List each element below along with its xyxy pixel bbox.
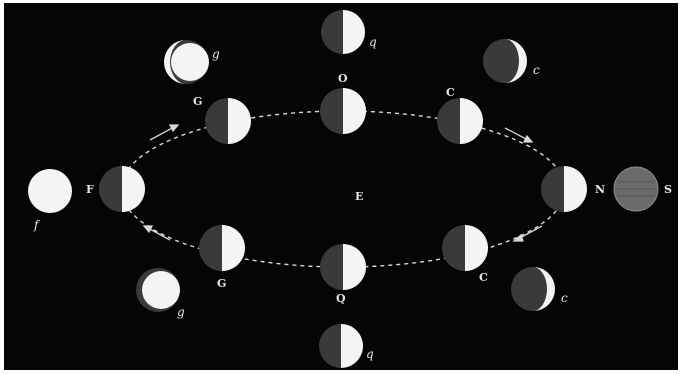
phase-label-g-upper: g [212, 47, 220, 61]
phase-crescent-upper [483, 39, 527, 83]
phase-label-g-lower: g [177, 305, 185, 319]
phase-label-q-bottom: q [366, 347, 374, 361]
phase-label-c-upper: c [533, 63, 540, 77]
label-center-e: E [355, 190, 363, 203]
moon-orbit-lower-left [199, 225, 245, 271]
moon-orbit-upper-right [437, 98, 483, 144]
phase-full-moon [28, 169, 72, 213]
label-g-lower: G [217, 277, 226, 290]
phase-quarter-bottom [319, 324, 363, 368]
phase-crescent-lower [511, 267, 555, 311]
label-q: Q [336, 292, 346, 305]
label-c-lower: C [479, 271, 488, 284]
moon-orbit-upper-left [205, 98, 251, 144]
label-o: O [338, 72, 348, 85]
label-f: F [86, 183, 94, 196]
moon-orbit-lower-right [442, 225, 488, 271]
label-s: S [664, 183, 672, 196]
label-g-upper: G [193, 95, 202, 108]
moon-orbit-top [320, 88, 366, 134]
phase-label-q-top: q [369, 35, 377, 49]
moon-orbit-right [541, 166, 587, 212]
sun-body [614, 167, 658, 211]
phase-quarter-top [321, 10, 365, 54]
moon-orbit-left [99, 166, 145, 212]
phase-gibbous-lower [136, 268, 180, 312]
label-n: N [595, 183, 605, 196]
label-c-upper: C [446, 86, 455, 99]
phase-label-c-lower: c [561, 291, 568, 305]
moon-orbit-bottom [320, 244, 366, 290]
